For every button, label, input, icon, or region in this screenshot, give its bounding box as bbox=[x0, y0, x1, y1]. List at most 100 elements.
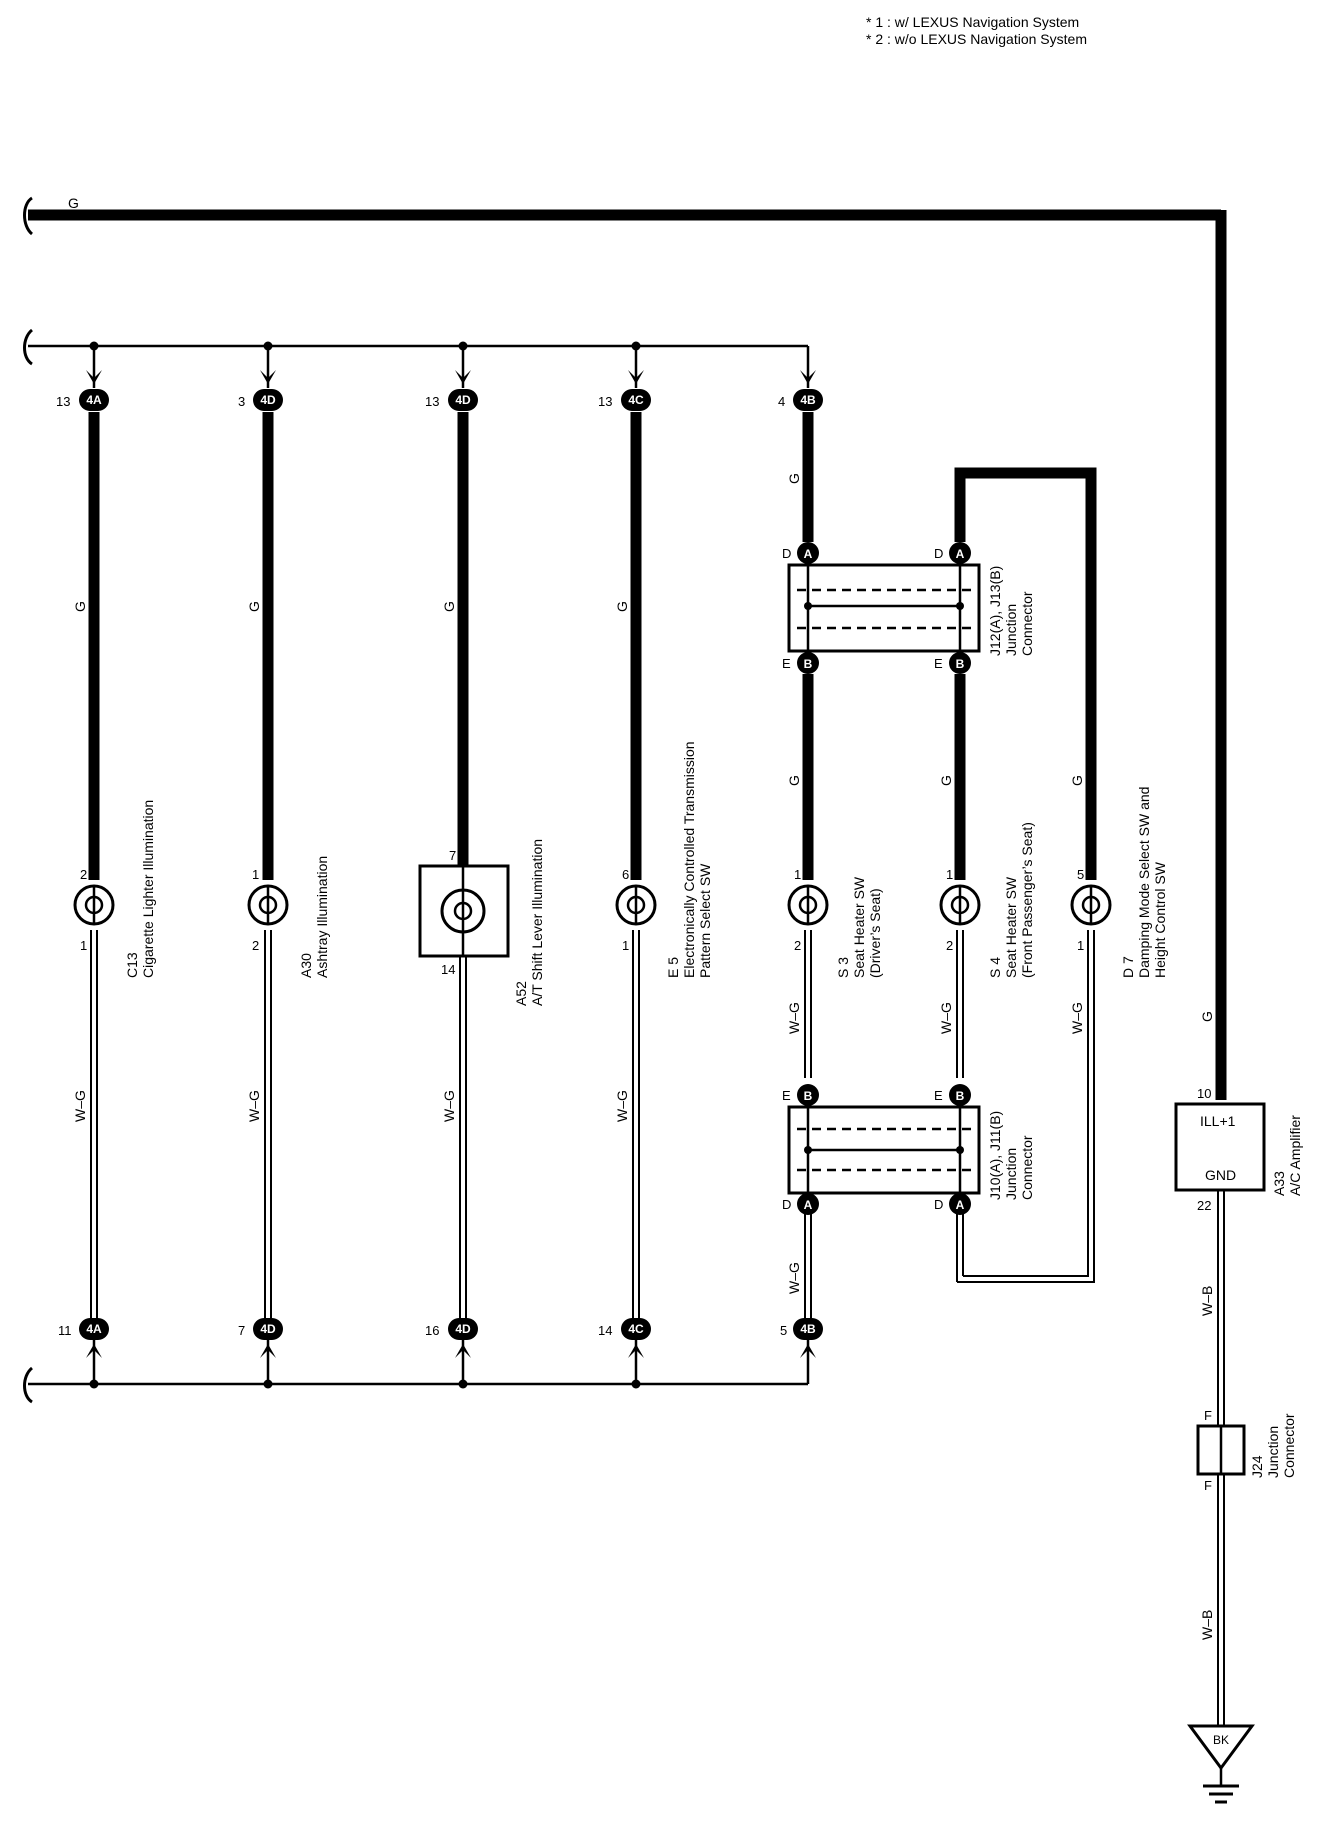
svg-text:B: B bbox=[804, 657, 813, 671]
junction-label: Connector bbox=[1019, 591, 1035, 656]
column-wires bbox=[88, 346, 1097, 1384]
connector-bottom-2: 4D 7 bbox=[238, 1318, 283, 1340]
component-name-line2: Height Control SW bbox=[1152, 861, 1168, 978]
wire-color-g: G bbox=[614, 601, 630, 612]
svg-text:4C: 4C bbox=[628, 393, 644, 407]
junction-connector-lower: B B A A E E D D J10(A), J11(B) Junction … bbox=[782, 1084, 1035, 1215]
wire-color-wg: W–G bbox=[614, 1090, 630, 1122]
wire-color-g: G bbox=[786, 473, 802, 484]
bottom-connectors: 4A 11 4D 7 4D 16 4C 14 4B 5 bbox=[58, 1318, 823, 1389]
wire-color-g: G bbox=[1069, 775, 1085, 786]
svg-text:F: F bbox=[1204, 1408, 1212, 1423]
connector-top-2: 4D 3 bbox=[238, 389, 283, 411]
junction-label: Connector bbox=[1019, 1135, 1035, 1200]
component-name: Damping Mode Select SW and bbox=[1136, 787, 1152, 978]
svg-text:1: 1 bbox=[80, 938, 87, 953]
junction-label: Junction bbox=[1003, 1148, 1019, 1200]
j24-label: Connector bbox=[1281, 1413, 1297, 1478]
svg-text:D: D bbox=[934, 546, 943, 561]
svg-text:A: A bbox=[956, 547, 965, 561]
connector-bottom-3: 4D 16 bbox=[425, 1318, 478, 1340]
wire-color-wg: W–G bbox=[1069, 1002, 1085, 1034]
junction-id: J12(A), J13(B) bbox=[987, 566, 1003, 656]
connector-top-4: 4C 13 bbox=[598, 389, 651, 411]
connector-top-5: 4B 4 bbox=[778, 389, 823, 411]
pin-number: 4 bbox=[778, 394, 785, 409]
component-e5: 6 1 E 5 Electronically Controlled Transm… bbox=[615, 741, 713, 978]
pin-number: 14 bbox=[598, 1323, 612, 1338]
svg-text:E: E bbox=[782, 1088, 791, 1103]
svg-text:2: 2 bbox=[946, 938, 953, 953]
pin-number: 16 bbox=[425, 1323, 439, 1338]
j24-id: J24 bbox=[1249, 1455, 1265, 1478]
component-name: Cigarette Lighter Illumination bbox=[140, 800, 156, 978]
component-name: Ashtray Illumination bbox=[314, 856, 330, 978]
pin-number: 13 bbox=[425, 394, 439, 409]
connector-bottom-1: 4A 11 bbox=[58, 1318, 109, 1340]
svg-text:D: D bbox=[934, 1197, 943, 1212]
svg-text:B: B bbox=[956, 657, 965, 671]
component-a52: 7 14 A52 A/T Shift Lever Illumination bbox=[418, 839, 545, 1006]
svg-text:10: 10 bbox=[1197, 1086, 1211, 1101]
svg-text:4D: 4D bbox=[455, 1322, 471, 1336]
svg-text:1: 1 bbox=[252, 867, 259, 882]
svg-text:4D: 4D bbox=[455, 393, 471, 407]
ac-amplifier: ILL+1 GND 10 22 A33 A/C Amplifier bbox=[1174, 1086, 1303, 1213]
connector-top-1: 4A 13 bbox=[56, 389, 109, 411]
svg-text:4A: 4A bbox=[86, 1322, 102, 1336]
component-id: A30 bbox=[298, 953, 314, 978]
component-name-line2: Pattern Select SW bbox=[697, 863, 713, 978]
component-name-line2: (Front Passenger’s Seat) bbox=[1019, 822, 1035, 978]
wire-color-wg: W–G bbox=[786, 1002, 802, 1034]
wire-color-g: G bbox=[786, 775, 802, 786]
amp-terminal-ill: ILL+1 bbox=[1200, 1113, 1236, 1129]
wire-color-wg: W–G bbox=[938, 1002, 954, 1034]
svg-text:A: A bbox=[804, 1198, 813, 1212]
lower-ground-bus bbox=[23, 1366, 808, 1404]
amp-terminal-gnd: GND bbox=[1205, 1167, 1236, 1183]
component-id: S 3 bbox=[835, 957, 851, 978]
svg-text:D: D bbox=[782, 546, 791, 561]
connector-top-3: 4D 13 bbox=[425, 389, 478, 411]
svg-text:7: 7 bbox=[449, 848, 456, 863]
component-id: S 4 bbox=[987, 957, 1003, 978]
junction-connector-j24: F F J24 Junction Connector bbox=[1196, 1408, 1297, 1493]
component-name-line2: (Driver’s Seat) bbox=[867, 888, 883, 978]
component-d7: 5 1 D 7 Damping Mode Select SW and Heigh… bbox=[1070, 787, 1168, 978]
ground-color: BK bbox=[1213, 1733, 1229, 1747]
top-connectors: 4A 13 4D 3 4D 13 4C 13 4B 4 bbox=[56, 341, 823, 411]
junction-id: J10(A), J11(B) bbox=[987, 1111, 1003, 1200]
ground-symbol: BK bbox=[1187, 1724, 1255, 1804]
svg-text:1: 1 bbox=[794, 867, 801, 882]
svg-text:F: F bbox=[1204, 1478, 1212, 1493]
wire-color-wg: W–G bbox=[786, 1262, 802, 1294]
svg-text:4B: 4B bbox=[800, 393, 816, 407]
svg-text:B: B bbox=[956, 1089, 965, 1103]
junction-label: Junction bbox=[1003, 604, 1019, 656]
note-1: * 1 : w/ LEXUS Navigation System bbox=[866, 14, 1080, 30]
component-id: C13 bbox=[124, 952, 140, 978]
note-2: * 2 : w/o LEXUS Navigation System bbox=[866, 31, 1087, 47]
svg-text:B: B bbox=[804, 1089, 813, 1103]
component-id: E 5 bbox=[665, 957, 681, 978]
wire-color-g: G bbox=[72, 601, 88, 612]
svg-text:5: 5 bbox=[1077, 867, 1084, 882]
svg-text:E: E bbox=[934, 656, 943, 671]
notes: * 1 : w/ LEXUS Navigation System * 2 : w… bbox=[866, 14, 1087, 48]
svg-text:A: A bbox=[804, 547, 813, 561]
component-c13: 2 1 C13 Cigarette Lighter Illumination bbox=[73, 800, 156, 978]
wire-color-wg: W–G bbox=[246, 1090, 262, 1122]
component-name: Seat Heater SW bbox=[851, 876, 867, 978]
component-id: A52 bbox=[513, 981, 529, 1006]
svg-text:4D: 4D bbox=[260, 1322, 276, 1336]
wire-color-g: G bbox=[441, 601, 457, 612]
pin-number: 11 bbox=[58, 1323, 72, 1338]
amp-name: A/C Amplifier bbox=[1287, 1115, 1303, 1196]
junction-connector-upper: A A B B D D E E J12(A), J13(B) Junction … bbox=[782, 542, 1035, 674]
component-name: Electronically Controlled Transmission bbox=[681, 741, 697, 978]
component-name: Seat Heater SW bbox=[1003, 876, 1019, 978]
component-a30: 1 2 A30 Ashtray Illumination bbox=[247, 856, 330, 978]
svg-text:D: D bbox=[782, 1197, 791, 1212]
top-g-bus: G bbox=[23, 195, 1227, 1100]
svg-text:4B: 4B bbox=[800, 1322, 816, 1336]
